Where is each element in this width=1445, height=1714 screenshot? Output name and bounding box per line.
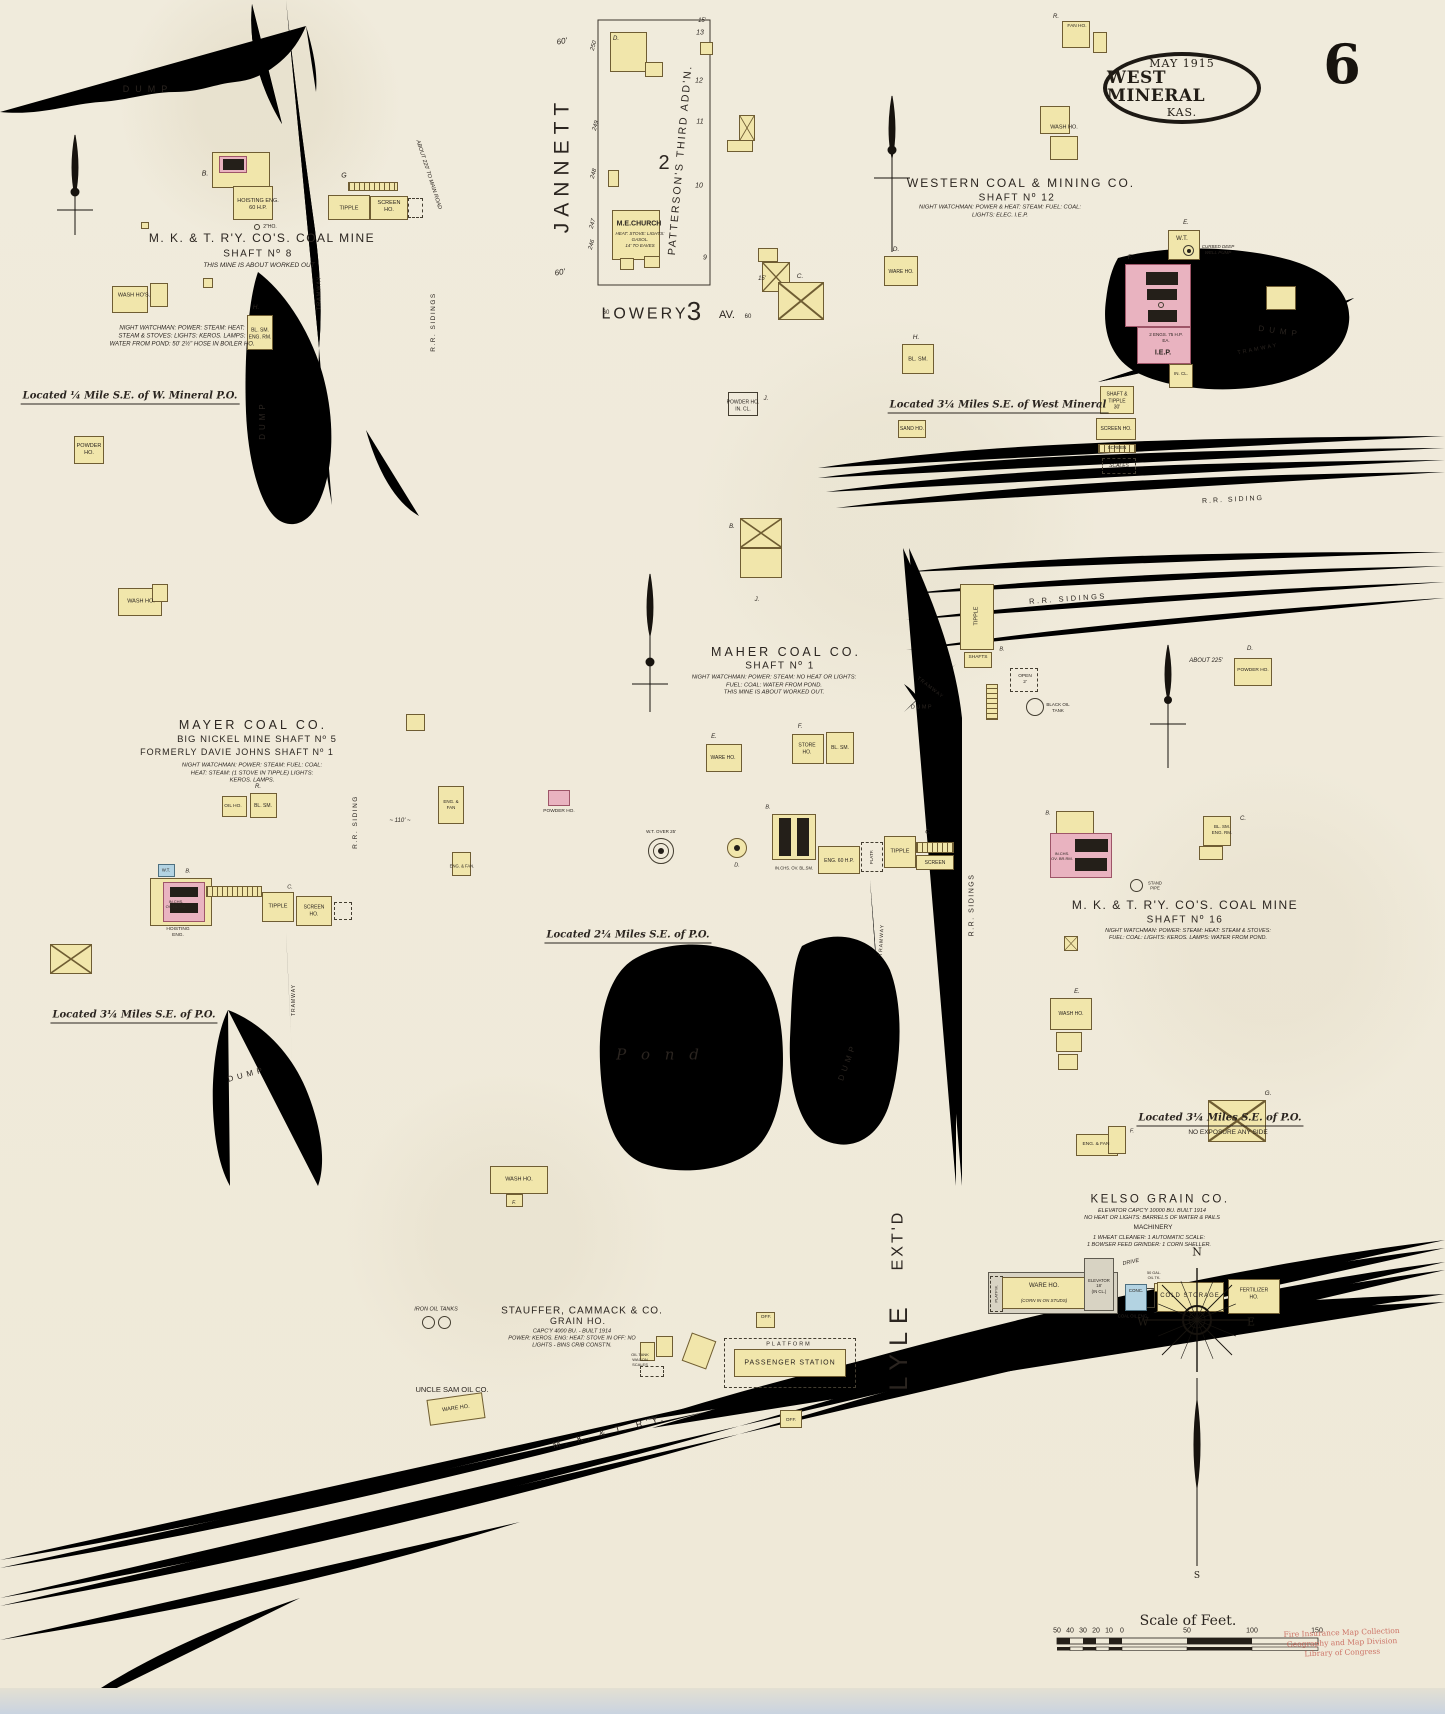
title-oval: MAY 1915 WEST MINERAL KAS. [1103, 52, 1261, 124]
compass-n: N [1192, 1245, 1202, 1259]
scale-tick: 50 [1183, 1627, 1191, 1635]
north-arrow [874, 95, 910, 252]
scale-tick: 150 [1311, 1627, 1323, 1635]
map-state: KAS. [1166, 105, 1198, 119]
map-city: WEST MINERAL [1107, 68, 1206, 106]
scale-tick: 10 [1105, 1627, 1113, 1635]
section-borders [597, 19, 916, 1662]
compass-e: E [1246, 1315, 1256, 1329]
sheet-number: 6 [1323, 32, 1361, 96]
scale-tick: 20 [1092, 1627, 1100, 1635]
compass-w: W [1137, 1315, 1149, 1329]
pond [599, 944, 783, 1171]
scale-tick: 100 [1246, 1627, 1258, 1635]
north-arrow [1150, 644, 1186, 768]
north-arrow [57, 134, 93, 235]
scale-tick: 50 [1053, 1627, 1061, 1635]
scale-bar [1056, 1637, 1319, 1651]
scale-tick: 40 [1066, 1627, 1074, 1635]
north-arrow [632, 573, 668, 712]
scale-title: Scale of Feet. [1139, 1613, 1237, 1629]
compass-rose [1145, 1268, 1249, 1566]
page-edge [0, 1688, 1445, 1714]
scale-tick: 0 [1120, 1627, 1124, 1635]
map-date: MAY 1915 [1149, 57, 1215, 71]
compass-s: S [1193, 1571, 1201, 1581]
dump-outlines [0, 26, 1350, 1186]
scale-tick: 30 [1079, 1627, 1087, 1635]
